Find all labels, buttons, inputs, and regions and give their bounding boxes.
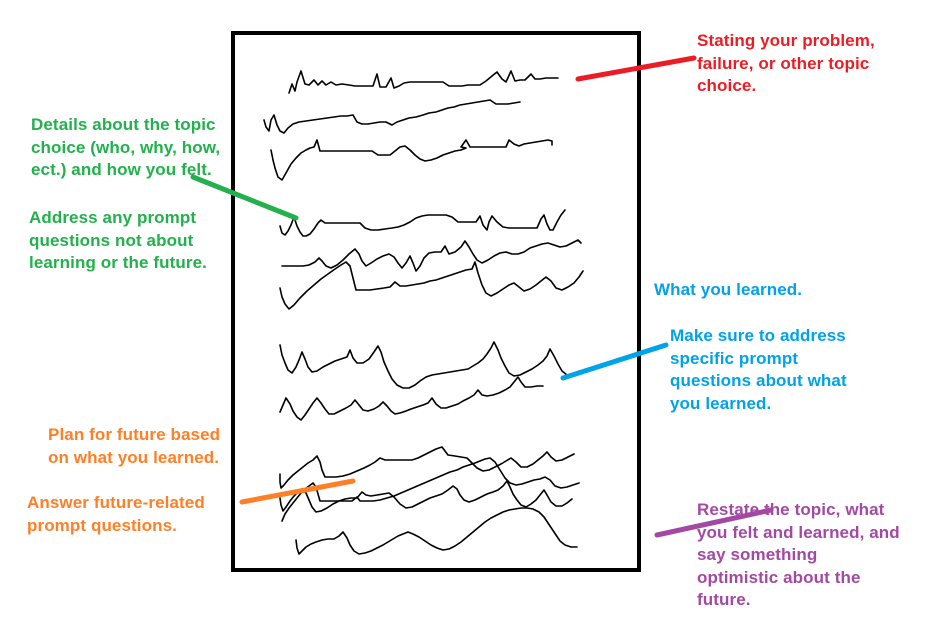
essay-page	[231, 31, 641, 572]
callout-plan-for-future: Plan for future based on what you learne…	[48, 425, 221, 467]
callout-stating: Stating your problem, failure, or other …	[697, 31, 875, 96]
callout-answer-future-related: Answer future-related prompt questions.	[27, 493, 205, 535]
callout-make-sure-to-address: Make sure to address specific prompt que…	[670, 326, 847, 413]
callout-address-prompt-questions: Address any prompt questions not about l…	[29, 208, 207, 273]
callout-what-you-learned: What you learned.	[654, 280, 803, 299]
callout-details: Details about the topic choice (who, why…	[31, 115, 221, 180]
callout-restate-the-topic: Restate the topic, what you felt and lea…	[697, 500, 900, 610]
